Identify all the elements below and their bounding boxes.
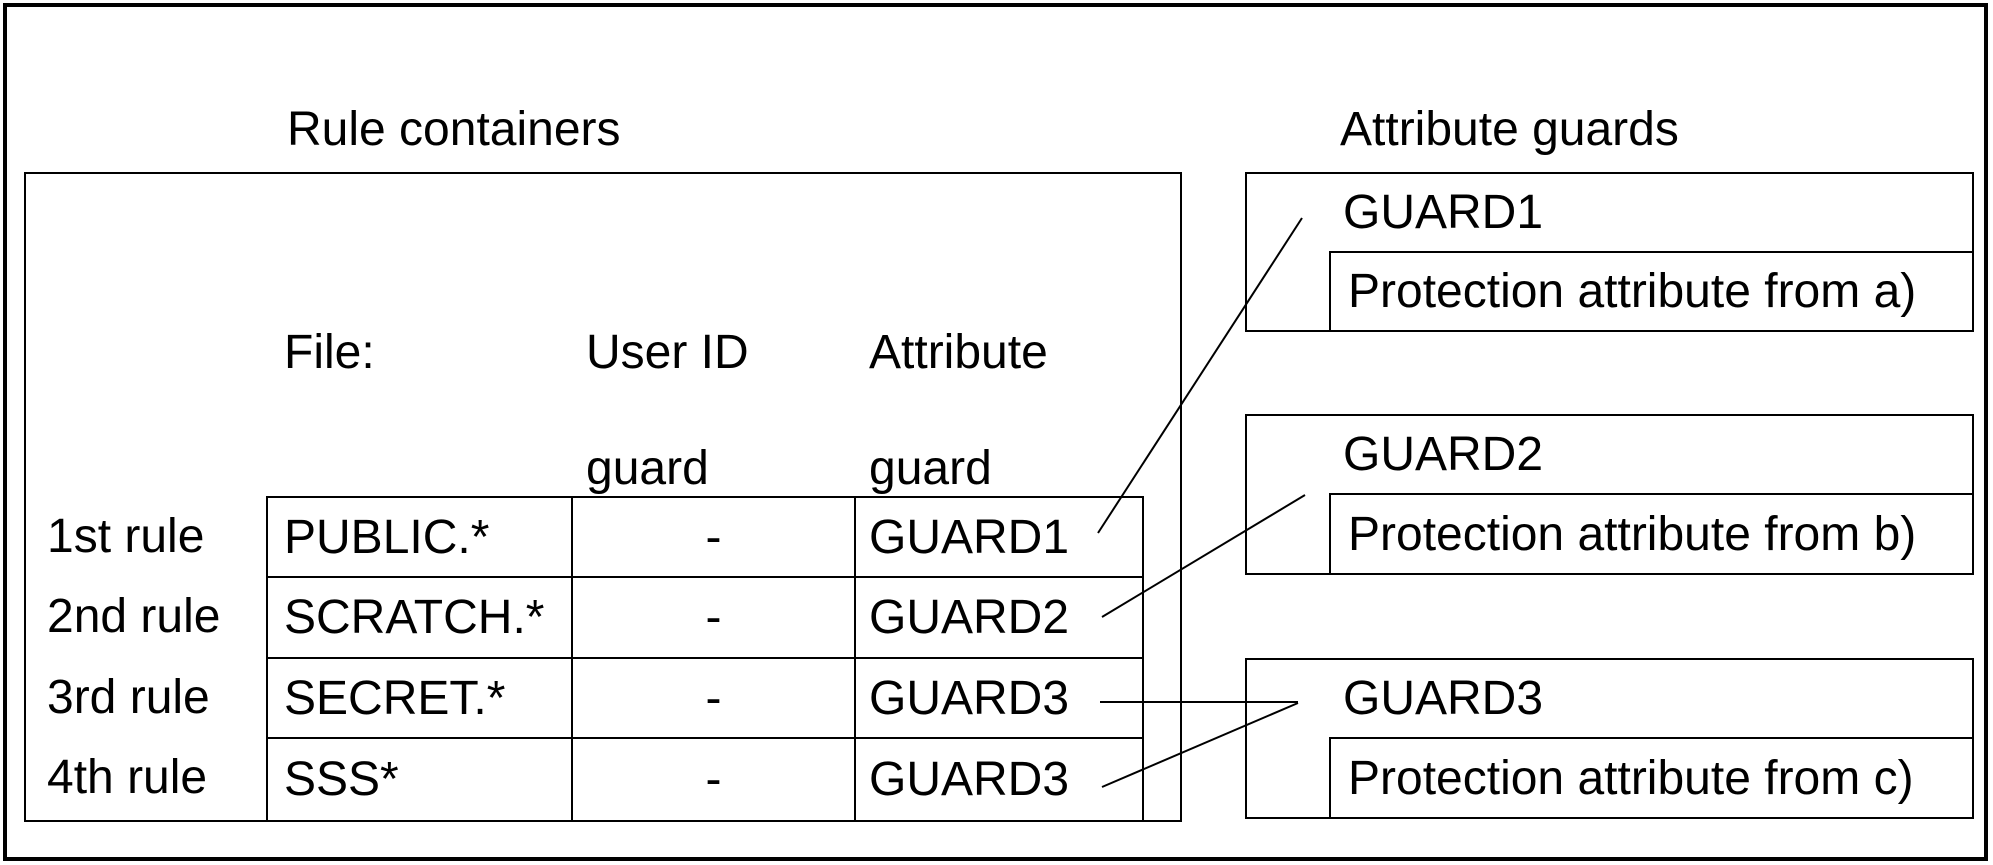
file-cell: SECRET.* [268, 659, 573, 739]
rule-row-labels: 1st rule 2nd rule 3rd rule 4th rule [47, 496, 220, 818]
file-cell: PUBLIC.* [268, 498, 573, 578]
attribute-guard-cell: GUARD3 [869, 753, 1070, 806]
rule-table: PUBLIC.* - GUARD1 SCRATCH.* - GUARD2 SEC… [266, 496, 1144, 822]
attribute-guard-cell: GUARD1 [856, 498, 1142, 578]
table-header-file: File: [284, 266, 375, 382]
attribute-guard-cell: GUARD3 [856, 659, 1142, 739]
guard2-attribute-label: Protection attribute from b) [1348, 507, 1917, 561]
row-label-3rd-rule: 3rd rule [47, 670, 210, 724]
rule-containers-title: Rule containers [287, 103, 621, 156]
row-label-4th-rule: 4th rule [47, 751, 208, 804]
table-header-user-id-line1: User ID [586, 326, 749, 379]
guard1-attribute-label: Protection attribute from a) [1348, 265, 1917, 318]
user-id-guard-cell: - [573, 659, 856, 739]
guard-box-guard3: GUARD3 Protection attribute from c) [1245, 658, 1974, 819]
user-id-guard-cell: - [573, 578, 856, 659]
table-header-user-id-line2: guard [586, 442, 709, 495]
table-header-file-label: File: [284, 326, 375, 379]
file-cell: SSS* [268, 739, 573, 820]
guard1-attribute-box: Protection attribute from a) [1329, 251, 1974, 332]
attribute-guard-cell: GUARD2 [856, 578, 1142, 659]
guard3-attribute-label: Protection attribute from c) [1348, 751, 1914, 805]
table-header-attribute-line1: Attribute [869, 326, 1048, 379]
attribute-guards-title: Attribute guards [1340, 103, 1679, 156]
table-header-user-id-guard: User ID guard [586, 266, 749, 556]
guard2-name-label: GUARD2 [1343, 428, 1544, 481]
guard2-attribute-box: Protection attribute from b) [1329, 493, 1974, 575]
guard3-attribute-box: Protection attribute from c) [1329, 737, 1974, 819]
user-id-guard-cell: - [573, 498, 856, 578]
table-header-attribute-guard: Attribute guard [869, 266, 1048, 556]
user-id-guard-cell: - [573, 739, 856, 820]
table-header-attribute-line2: guard [869, 442, 992, 495]
row-label-1st-rule: 1st rule [47, 509, 205, 563]
guard3-name-label: GUARD3 [1343, 672, 1544, 725]
page-border [3, 3, 1988, 861]
guard-box-guard2: GUARD2 Protection attribute from b) [1245, 414, 1974, 575]
guard-box-guard1: GUARD1 Protection attribute from a) [1245, 172, 1974, 332]
guard1-name-label: GUARD1 [1343, 186, 1544, 239]
row-label-2nd-rule: 2nd rule [47, 590, 221, 643]
file-cell: SCRATCH.* [268, 578, 573, 659]
